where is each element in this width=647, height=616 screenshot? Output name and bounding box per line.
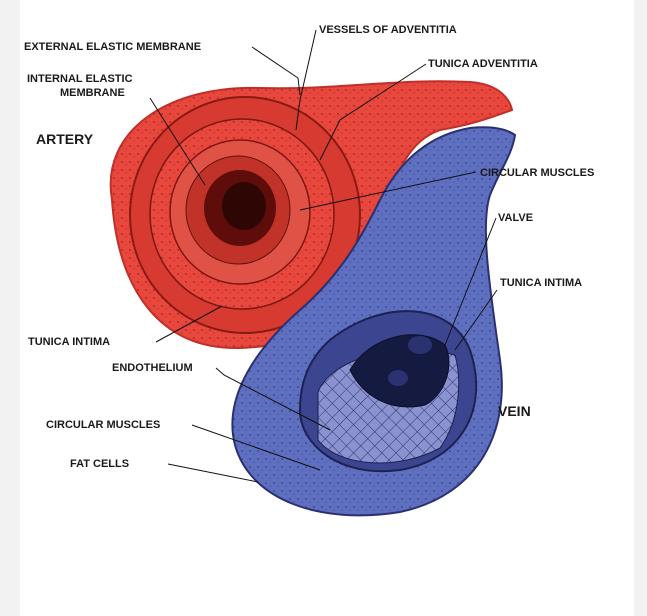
label-tunica-adventitia: TUNICA ADVENTITIA [428,58,538,70]
label-vessels-of-adventitia: VESSELS OF ADVENTITIA [319,24,457,36]
label-artery: ARTERY [36,131,94,147]
label-circular-muscles-artery: CIRCULAR MUSCLES [480,167,594,179]
label-tunica-intima-artery: TUNICA INTIMA [28,336,110,348]
label-valve: VALVE [498,212,533,224]
label-external-elastic-membrane: EXTERNAL ELASTIC MEMBRANE [24,41,201,53]
label-vein: VEIN [498,403,531,419]
label-circular-muscles-vein: CIRCULAR MUSCLES [46,419,160,431]
artery-vein-illustration: EXTERNAL ELASTIC MEMBRANE VESSELS OF ADV… [20,0,634,616]
diagram-canvas: EXTERNAL ELASTIC MEMBRANE VESSELS OF ADV… [20,0,634,616]
label-fat-cells: FAT CELLS [70,458,129,470]
label-tunica-intima-vein: TUNICA INTIMA [500,277,582,289]
label-endothelium: ENDOTHELIUM [112,362,193,374]
label-internal-elastic-membrane-1: INTERNAL ELASTIC [27,73,133,85]
label-internal-elastic-membrane-2: MEMBRANE [60,87,125,99]
